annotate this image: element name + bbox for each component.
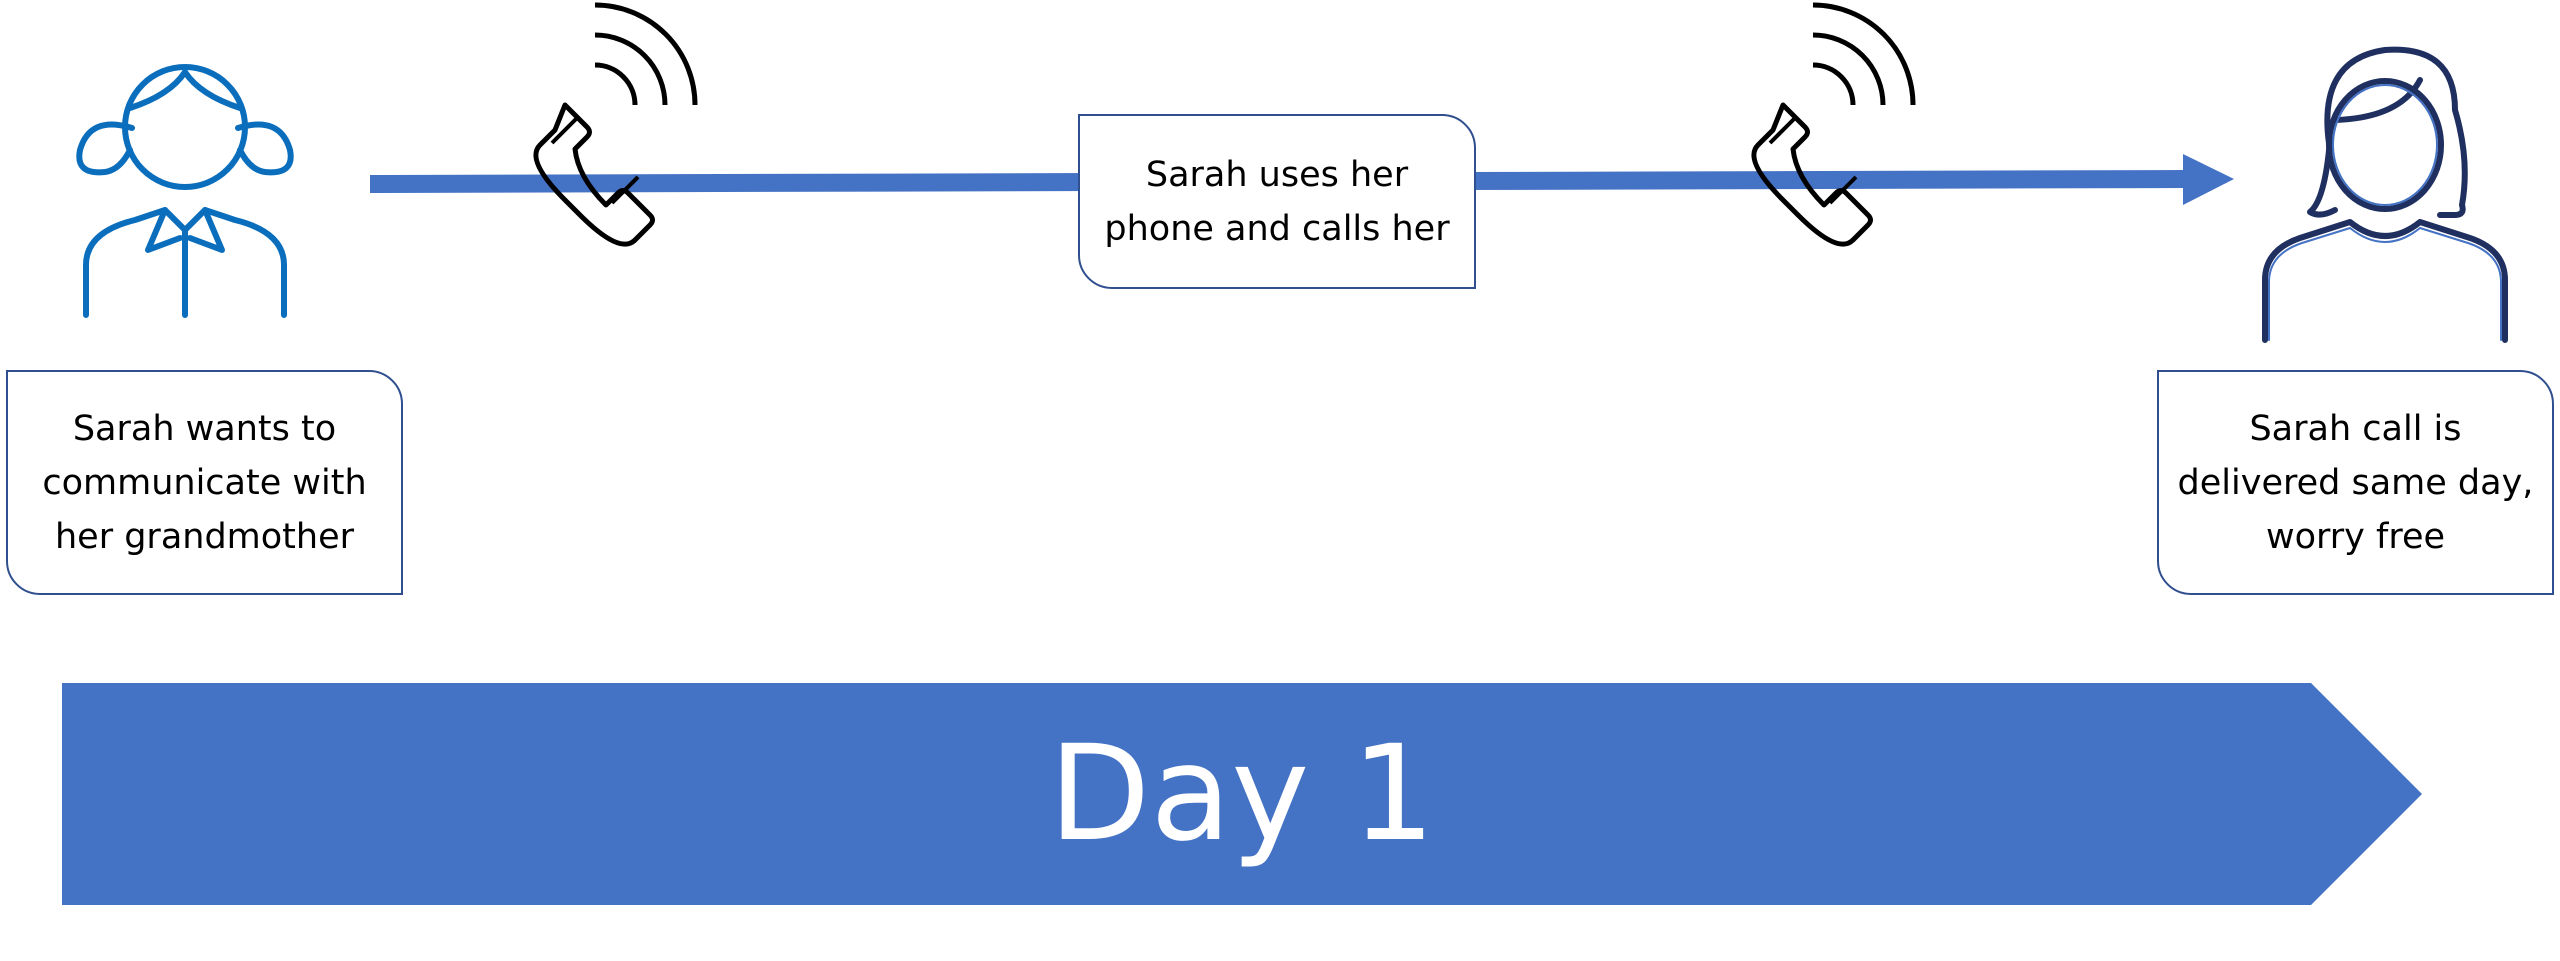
callout-start: Sarah wants to communicate with her gran… (6, 370, 403, 595)
girl-person-icon (76, 64, 294, 318)
phone-ringing-icon (1754, 5, 1913, 244)
callout-end-text: Sarah call is delivered same day, worry … (2177, 408, 2534, 557)
callout-start-text: Sarah wants to communicate with her gran… (42, 408, 367, 557)
woman-person-icon (2262, 46, 2508, 343)
timeline-banner (62, 683, 2422, 905)
flow-arrow-head (2183, 154, 2234, 205)
phone-ringing-icon (536, 5, 695, 244)
callout-end: Sarah call is delivered same day, worry … (2157, 370, 2554, 595)
callout-middle: Sarah uses her phone and calls her (1078, 114, 1476, 289)
callout-middle-text: Sarah uses her phone and calls her (1104, 154, 1450, 249)
woman-person-icon-outline (2268, 84, 2502, 341)
